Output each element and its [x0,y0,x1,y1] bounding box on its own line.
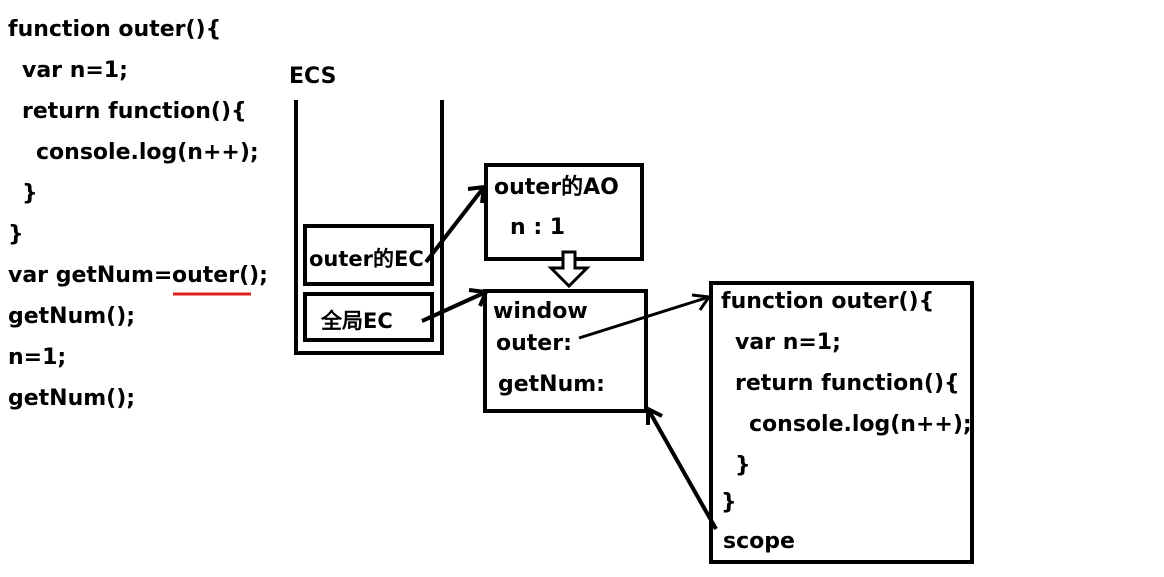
function-line: console.log(n++); [749,412,972,437]
code-line: } [8,222,24,247]
code-line: } [22,181,38,206]
arrowhead-icon [691,293,712,311]
arrow-window-outer-to-function [578,295,710,340]
ecs-frame-global-ec: 全局EC [303,292,434,342]
code-line: console.log(n++); [36,140,259,165]
code-line-outer-call: outer(); [172,263,268,288]
arrowhead-icon [646,405,663,425]
window-entry-outer: outer: [496,331,572,356]
code-line: getNum(); [8,386,136,411]
function-object-box: function outer(){ var n=1; return functi… [709,281,974,564]
code-line: getNum(); [8,304,136,329]
ecs-stack-outline [294,100,444,355]
window-title: window [493,299,588,324]
arrowhead-icon [467,184,487,204]
code-line: n=1; [8,345,67,370]
ecs-frame-label: 全局EC [321,309,393,333]
function-line: function outer(){ [721,289,935,314]
function-line: } [735,453,751,478]
window-entry-getnum: getNum: [498,372,605,397]
code-line: function outer(){ [8,17,222,42]
arrow-global-ec-to-window [421,290,487,323]
function-line: } [721,490,737,515]
hollow-down-arrow-icon [547,250,591,289]
function-line: return function(){ [735,371,960,396]
arrow-scope-to-window [646,408,718,530]
outer-ao-title: outer的AO [494,175,619,200]
code-line: var n=1; [22,58,128,83]
ecs-frame-label: outer的EC [309,247,424,271]
code-line: return function(){ [22,99,247,124]
window-box: window outer: getNum: [483,289,648,413]
arrowhead-icon [468,288,489,307]
arrow-outer-ec-to-ao [424,185,486,264]
outer-ao-entry: n : 1 [510,215,566,240]
code-line: var getNum= [8,263,173,288]
function-line: var n=1; [735,330,841,355]
function-scope-label: scope [723,529,795,554]
ecs-label: ECS [289,64,337,89]
